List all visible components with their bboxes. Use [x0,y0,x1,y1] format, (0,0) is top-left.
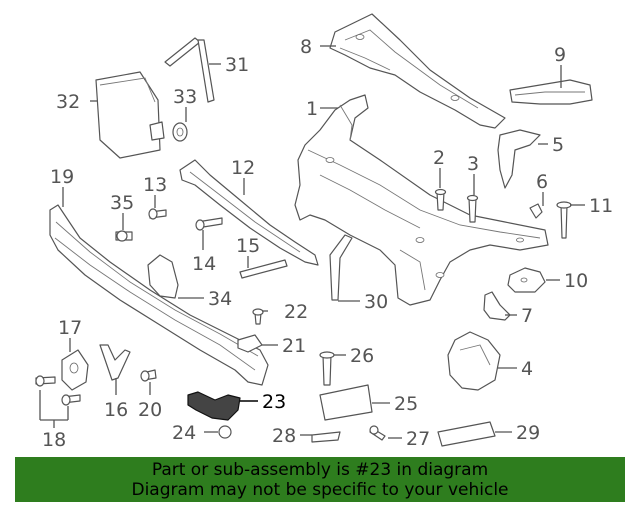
part-10-bracket [507,267,546,293]
callout-28: 28 [272,425,296,447]
callout-25: 25 [394,393,418,415]
callout-13: 13 [143,174,167,196]
part-19-bumper-beam [49,204,269,386]
part-12-reinforcement [179,159,319,266]
part-15-rod [239,259,288,279]
part-28-clip [311,431,341,443]
part-21-bracket [237,334,263,353]
part-29-bar [437,421,496,447]
callout-27: 27 [406,428,430,450]
callout-24: 24 [172,422,196,444]
callout-26: 26 [350,345,374,367]
callout-9: 9 [554,44,566,66]
part-17-bracket [61,349,89,391]
callout-35: 35 [110,192,134,214]
callout-10: 10 [564,270,588,292]
callout-2: 2 [433,147,445,169]
callout-3: 3 [467,153,479,175]
callout-33: 33 [173,86,197,108]
callout-8: 8 [300,36,312,58]
callout-22: 22 [284,301,308,323]
part-33-grommet [172,122,188,142]
callout-21: 21 [282,335,306,357]
callout-23: 23 [262,391,286,413]
callout-5: 5 [552,134,564,156]
part-34-bracket [147,254,179,299]
callout-14: 14 [192,253,216,275]
callout-31: 31 [225,54,249,76]
callout-32: 32 [56,91,80,113]
part-23-bracket-highlighted [187,391,241,421]
callout-16: 16 [104,399,128,421]
part-5-bracket [497,129,541,189]
part-16-bracket [99,344,131,381]
part-32-module [95,71,165,159]
banner-line-part: Part or sub-assembly is #23 in diagram [151,460,489,480]
callout-4: 4 [521,358,533,380]
callout-6: 6 [536,171,548,193]
callout-12: 12 [231,157,255,179]
fasteners [35,188,572,441]
part-7-bracket [483,291,511,321]
part-25-panel [319,384,373,421]
callout-11: 11 [589,195,613,217]
callout-18: 18 [42,429,66,451]
callout-20: 20 [138,399,162,421]
callout-labels: 8 9 1 5 2 3 6 11 10 7 4 32 31 33 12 13 3… [42,36,613,451]
part-info-banner: Part or sub-assembly is #23 in diagram D… [15,457,625,502]
callout-19: 19 [50,166,74,188]
callout-17: 17 [58,317,82,339]
callout-15: 15 [236,235,260,257]
callout-30: 30 [364,291,388,313]
part-8-upper-crossmember [329,13,506,129]
part-9-bracket [509,79,593,105]
part-1-front-carrier [294,94,549,306]
banner-line-disclaimer: Diagram may not be specific to your vehi… [131,480,509,500]
part-4-bracket [447,331,501,391]
part-30-sensor [329,234,353,301]
callout-29: 29 [516,422,540,444]
callout-7: 7 [521,305,533,327]
callout-34: 34 [208,288,232,310]
leader-lines [39,45,585,439]
part-31-prop-rod [164,37,215,103]
callout-1: 1 [306,98,318,120]
